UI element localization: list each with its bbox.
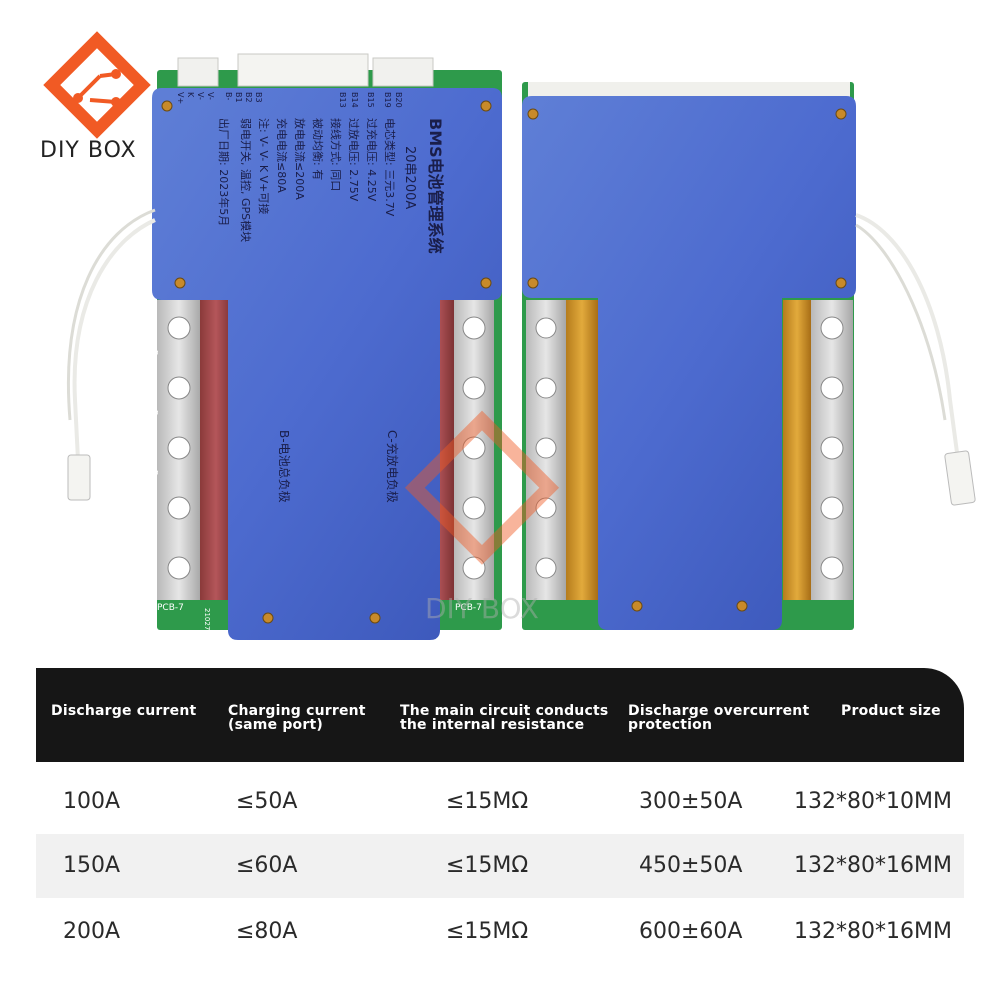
svg-text:V+: V+ bbox=[176, 92, 185, 104]
svg-text:C-充放电负极: C-充放电负极 bbox=[385, 430, 400, 503]
bms-board-front: BMS电池管理系统 20串200A 电芯类型: 三元3.7V 过充电压: 4.2… bbox=[66, 53, 502, 640]
spec-table: Discharge current Charging current (same… bbox=[36, 668, 964, 968]
busbar-holes-right bbox=[535, 316, 844, 580]
cell-charging: ≤60A bbox=[236, 853, 298, 878]
screws-back bbox=[527, 108, 847, 612]
board-spec-10: 出厂日期: 2023年5月 bbox=[217, 118, 231, 226]
cell-overcurrent: 600±60A bbox=[639, 919, 743, 944]
temp-wire-right bbox=[855, 213, 960, 461]
connector-main bbox=[237, 53, 369, 87]
board-spec-3: 过放电压: 2.75V bbox=[347, 118, 361, 202]
header-internal-resistance: The main circuit conducts the internal r… bbox=[400, 703, 609, 733]
svg-text:B-电池总负极: B-电池总负极 bbox=[277, 430, 291, 503]
cover-plate-back bbox=[522, 96, 856, 630]
terminal-labels: B-电池总负极 C-充放电负极 bbox=[277, 430, 400, 503]
pcb-code: 21027 bbox=[203, 608, 211, 630]
cell-overcurrent: 300±50A bbox=[639, 789, 743, 814]
product-photo: BMS电池管理系统 20串200A 电芯类型: 三元3.7V 过充电压: 4.2… bbox=[66, 53, 976, 640]
pin-labels: B20 B19 B15 B14 B13 B3 B2 B1 B- V- V- K … bbox=[176, 92, 403, 108]
board-spec-1: 电芯类型: 三元3.7V bbox=[383, 118, 397, 217]
header-product-size: Product size bbox=[841, 703, 941, 719]
watermark: DIY BOX bbox=[404, 410, 560, 625]
svg-text:V-: V- bbox=[196, 92, 205, 100]
header-discharge-current: Discharge current bbox=[51, 703, 197, 719]
svg-text:B-: B- bbox=[150, 350, 159, 358]
cell-charging: ≤50A bbox=[236, 789, 298, 814]
svg-text:B-: B- bbox=[150, 410, 159, 418]
svg-text:B-: B- bbox=[150, 470, 159, 478]
brand-name: DIY BOX bbox=[40, 138, 137, 163]
cell-resistance: ≤15MΩ bbox=[446, 853, 529, 878]
cell-size: 132*80*16MM bbox=[794, 853, 952, 878]
table-row: 100A ≤50A ≤15MΩ 300±50A 132*80*10MM bbox=[36, 770, 964, 834]
temp-probe-right bbox=[944, 450, 976, 506]
cell-resistance: ≤15MΩ bbox=[446, 919, 529, 944]
copper-left-a bbox=[200, 300, 232, 600]
connector-right bbox=[372, 57, 434, 87]
bms-board-back bbox=[522, 82, 976, 630]
board-spec-9: 弱电开关, 温控, GPS模块 bbox=[239, 118, 253, 242]
pcb-mark-left: PCB-7 bbox=[157, 603, 184, 613]
svg-text:V-: V- bbox=[206, 92, 215, 100]
cover-plate-front bbox=[152, 88, 502, 640]
temp-probe-left bbox=[67, 454, 91, 501]
temp-wire-left bbox=[72, 218, 156, 461]
cell-discharge: 150A bbox=[63, 853, 121, 878]
svg-text:B15: B15 bbox=[366, 92, 375, 108]
svg-text:B3: B3 bbox=[254, 92, 263, 103]
table-row: 200A ≤80A ≤15MΩ 600±60A 132*80*16MM bbox=[36, 900, 964, 964]
connector-small bbox=[177, 57, 219, 87]
gold-right-a bbox=[566, 300, 598, 600]
svg-text:B13: B13 bbox=[338, 92, 347, 108]
svg-text:B14: B14 bbox=[350, 92, 359, 108]
svg-text:K: K bbox=[186, 92, 195, 98]
board-spec-8: 注: V- V- K V+可接 bbox=[257, 118, 271, 214]
board-spec-7: 充电电流≤80A bbox=[275, 118, 289, 193]
diy-box-logo bbox=[43, 31, 151, 139]
svg-text:B20: B20 bbox=[394, 92, 403, 108]
board-spec-2: 过充电压: 4.25V bbox=[365, 118, 379, 202]
gold-right-b bbox=[783, 300, 811, 600]
board-spec-4: 接线方式: 同口 bbox=[329, 118, 343, 191]
watermark-text: DIY BOX bbox=[425, 592, 539, 625]
side-marks: B- B- B- bbox=[150, 350, 159, 478]
board-spec-0: 20串200A bbox=[402, 146, 417, 209]
cell-overcurrent: 450±50A bbox=[639, 853, 743, 878]
svg-text:B-: B- bbox=[224, 92, 233, 100]
svg-text:B2: B2 bbox=[244, 92, 253, 103]
busbar-holes-left bbox=[167, 316, 486, 580]
cell-discharge: 100A bbox=[63, 789, 121, 814]
pcb-mark-right: PCB-7 bbox=[455, 603, 482, 613]
header-overcurrent-protection: Discharge overcurrent protection bbox=[628, 703, 810, 733]
screws-front bbox=[161, 100, 492, 624]
svg-text:B19: B19 bbox=[383, 92, 392, 108]
cell-discharge: 200A bbox=[63, 919, 121, 944]
cell-resistance: ≤15MΩ bbox=[446, 789, 529, 814]
cell-size: 132*80*10MM bbox=[794, 789, 952, 814]
svg-text:B1: B1 bbox=[234, 92, 243, 103]
table-row: 150A ≤60A ≤15MΩ 450±50A 132*80*16MM bbox=[36, 834, 964, 898]
board-spec-6: 放电电流≤200A bbox=[293, 118, 307, 200]
table-header: Discharge current Charging current (same… bbox=[36, 668, 964, 762]
cell-charging: ≤80A bbox=[236, 919, 298, 944]
cell-size: 132*80*16MM bbox=[794, 919, 952, 944]
board-title: BMS电池管理系统 bbox=[426, 118, 445, 254]
header-charging-current: Charging current (same port) bbox=[228, 703, 366, 733]
board-spec-5: 被动均衡: 有 bbox=[311, 118, 325, 180]
